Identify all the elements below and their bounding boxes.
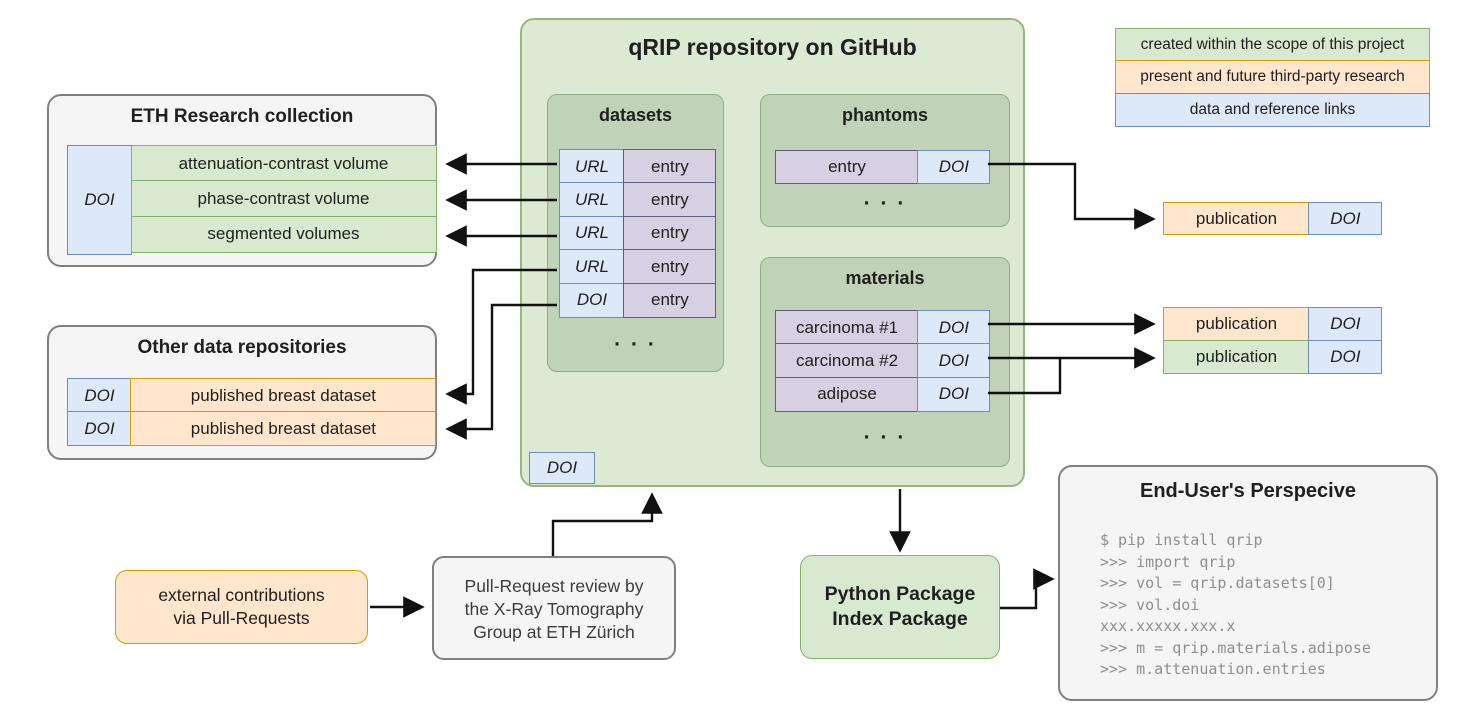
pull-request-review-box: Pull-Request review by the X-Ray Tomogra… [432, 556, 676, 660]
dataset-entry-cell: entry [623, 215, 717, 251]
publication-cell: publication [1163, 339, 1310, 374]
eth-research-collection-title: ETH Research collection [130, 106, 354, 127]
code-line: xxx.xxxxx.xxx.x [1100, 617, 1236, 635]
end-user-code: $ pip install qrip >>> import qrip >>> v… [1100, 531, 1371, 682]
datasets-ellipsis: · · · [614, 333, 657, 356]
external-contributions-box: external contributions via Pull-Requests [115, 570, 368, 644]
code-line: >>> vol = qrip.datasets[0] [1100, 574, 1335, 592]
phantom-doi-cell: DOI [917, 150, 991, 184]
material-row: adipose DOI [775, 376, 991, 412]
external-contributions-line: via Pull-Requests [173, 608, 310, 628]
qrip-repository-box: qRIP repository on GitHub datasets URL e… [520, 18, 1025, 487]
dataset-entry-cell: entry [623, 282, 717, 318]
code-line: $ pip install qrip [1100, 531, 1263, 549]
other-data-repositories-box: Other data repositories DOI published br… [47, 325, 437, 460]
phantoms-box: phantoms entry DOI · · · [760, 94, 1010, 227]
materials-title: materials [845, 268, 925, 288]
material-row: carcinoma #1 DOI [775, 310, 991, 345]
qrip-repository-title: qRIP repository on GitHub [628, 34, 917, 60]
publication-row: publication DOI [1163, 307, 1383, 341]
legend-item-third-party: present and future third-party research [1115, 60, 1430, 95]
dataset-entry-cell: entry [623, 182, 717, 218]
datasets-rows: URL entry URL entry URL entry URL entry … [559, 149, 717, 318]
materials-ellipsis: · · · [863, 426, 907, 449]
materials-rows: carcinoma #1 DOI carcinoma #2 DOI adipos… [775, 310, 991, 412]
end-user-perspective-title: End-User's Perspecive [1140, 480, 1356, 502]
publication-row: publication DOI [1163, 202, 1383, 235]
phantom-row: entry DOI [775, 150, 991, 184]
material-name-cell: carcinoma #1 [775, 310, 919, 345]
dataset-row: URL entry [559, 149, 717, 184]
dataset-row: URL entry [559, 215, 717, 251]
dataset-row: URL entry [559, 249, 717, 285]
publication-cell: publication [1163, 202, 1310, 235]
publication-doi-cell: DOI [1308, 339, 1383, 374]
eth-research-collection-box: ETH Research collection DOI attenuation-… [47, 94, 437, 267]
other-repo-row: DOI published breast dataset [67, 411, 437, 447]
material-row: carcinoma #2 DOI [775, 343, 991, 379]
publication-row: publication DOI [1163, 339, 1383, 374]
datasets-box: datasets URL entry URL entry URL entry U… [547, 94, 724, 372]
material-doi-cell: DOI [917, 310, 991, 345]
code-line: >>> m.attenuation.entries [1100, 660, 1326, 678]
other-repo-dataset-cell: published breast dataset [130, 411, 437, 447]
code-line: >>> vol.doi [1100, 595, 1200, 614]
dataset-ref-cell: DOI [559, 282, 625, 318]
datasets-title: datasets [598, 105, 673, 125]
dataset-ref-cell: URL [559, 182, 625, 218]
other-repo-rows: DOI published breast dataset DOI publish… [67, 378, 437, 447]
eth-row-phase: phase-contrast volume [130, 180, 437, 218]
pypi-line: Index Package [832, 608, 968, 630]
other-repo-row: DOI published breast dataset [67, 378, 437, 413]
other-data-repositories-title: Other data repositories [137, 337, 347, 358]
material-doi-cell: DOI [917, 343, 991, 379]
legend-item-links: data and reference links [1115, 92, 1430, 127]
dataset-ref-cell: URL [559, 249, 625, 285]
dataset-entry-cell: entry [623, 149, 717, 184]
code-line: >>> m = qrip.materials.adipose [1100, 638, 1371, 657]
other-repo-dataset-cell: published breast dataset [130, 378, 437, 413]
material-name-cell: carcinoma #2 [775, 343, 919, 379]
pypi-line: Python Package [824, 583, 976, 605]
dataset-ref-cell: URL [559, 149, 625, 184]
legend: created within the scope of this project… [1115, 28, 1430, 127]
pr-review-line: Group at ETH Zürich [473, 622, 635, 642]
end-user-perspective-box: End-User's Perspecive $ pip install qrip… [1058, 465, 1438, 701]
phantoms-ellipsis: · · · [863, 192, 907, 215]
qrip-doi-badge: DOI [529, 452, 595, 484]
materials-box: materials carcinoma #1 DOI carcinoma #2 … [760, 257, 1010, 467]
dataset-entry-cell: entry [623, 249, 717, 285]
eth-row-segmented: segmented volumes [130, 215, 437, 253]
phantoms-title: phantoms [841, 105, 928, 125]
dataset-row: URL entry [559, 182, 717, 218]
external-contributions-line: external contributions [158, 585, 325, 605]
other-repo-doi-cell: DOI [67, 411, 132, 447]
other-repo-doi-cell: DOI [67, 378, 132, 413]
dataset-ref-cell: URL [559, 215, 625, 251]
code-line: >>> import qrip [1100, 552, 1236, 571]
material-name-cell: adipose [775, 376, 919, 412]
publication-doi-cell: DOI [1308, 202, 1383, 235]
pypi-package-box: Python Package Index Package [800, 555, 1000, 659]
legend-item-project: created within the scope of this project [1115, 28, 1430, 62]
dataset-row: DOI entry [559, 282, 717, 318]
phantom-entry-cell: entry [775, 150, 919, 184]
eth-row-attenuation: attenuation-contrast volume [130, 145, 437, 182]
eth-rows: attenuation-contrast volume phase-contra… [130, 145, 437, 253]
pr-review-line: Pull-Request review by [464, 576, 644, 596]
publication-cell: publication [1163, 307, 1310, 341]
material-doi-cell: DOI [917, 376, 991, 412]
publication-doi-cell: DOI [1308, 307, 1383, 341]
pr-review-line: the X-Ray Tomography [464, 599, 644, 619]
eth-doi-cell: DOI [67, 145, 132, 255]
